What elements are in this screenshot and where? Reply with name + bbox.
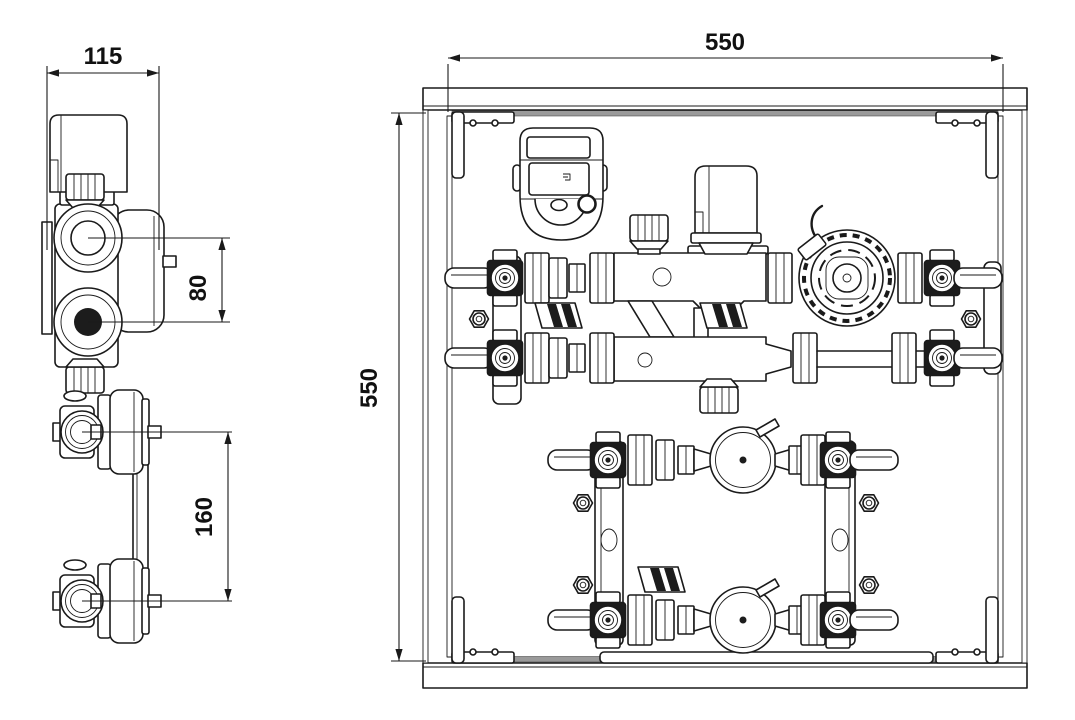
union-fitting <box>589 332 615 384</box>
dimension-115: 115 <box>46 43 160 250</box>
pipe-fitting <box>677 605 695 635</box>
side-view-upper-unit: 115 80 <box>41 43 230 394</box>
dim-550-width-label: 550 <box>705 29 745 56</box>
union-fitting <box>524 332 550 384</box>
upper-manifold <box>444 165 1003 414</box>
heat-meter <box>512 127 608 241</box>
valve-lever <box>849 449 899 471</box>
bolt-symbol <box>572 575 594 595</box>
pipe-fitting <box>568 263 586 293</box>
ball-valve-symbol <box>486 329 524 387</box>
pipe-nut <box>548 257 568 299</box>
corner-bracket <box>935 111 999 179</box>
valve-lever <box>547 609 597 631</box>
side-view-pumps: 160 <box>52 389 232 644</box>
pipe-fitting <box>677 445 695 475</box>
union-fitting <box>792 332 818 384</box>
dimension-80: 80 <box>88 237 230 323</box>
right-valve-bracket <box>983 261 1002 375</box>
union-fitting <box>767 252 793 304</box>
bolt-symbol <box>572 493 594 513</box>
ball-valve-symbol <box>486 249 524 307</box>
knurled-knob-symbol <box>65 358 105 394</box>
lower-pump-group <box>547 418 899 654</box>
dimension-160: 160 <box>82 431 232 602</box>
corner-bracket <box>451 111 515 179</box>
union-fitting <box>589 252 615 304</box>
knurled-knob-symbol <box>629 214 669 250</box>
dim-160-label: 160 <box>191 497 218 537</box>
dim-115-label: 115 <box>84 43 123 70</box>
knurled-knob-symbol <box>65 173 105 209</box>
meter-display <box>528 162 590 196</box>
pump-symbol <box>709 418 780 494</box>
flow-sensor <box>798 229 896 327</box>
meter-round-button <box>577 194 597 214</box>
dim-80-label: 80 <box>185 275 212 302</box>
dim-550-height-label: 550 <box>356 368 383 408</box>
pipe-nut <box>655 439 675 481</box>
bolt-symbol <box>960 309 982 329</box>
bolt-symbol <box>858 493 880 513</box>
valve-casting-top <box>613 252 767 309</box>
panel-top-edge <box>451 110 999 117</box>
union-fitting <box>627 594 653 646</box>
ball-valve-symbol <box>589 431 627 489</box>
union-fitting <box>524 252 550 304</box>
frame-top-rail <box>422 87 1028 111</box>
cabinet-frame <box>422 87 1028 689</box>
dimension-550-height: 550 <box>356 112 426 662</box>
corner-bracket <box>451 596 515 664</box>
bolt-symbol <box>468 309 490 329</box>
frame-right-rail <box>1021 109 1028 664</box>
union-fitting <box>897 252 923 304</box>
actuator-box-side <box>49 114 128 193</box>
corner-bracket <box>935 596 999 664</box>
pipe-fitting <box>568 343 586 373</box>
pump-symbol <box>709 578 780 654</box>
shaft-stub <box>162 255 177 268</box>
pipe-nut <box>655 599 675 641</box>
dimension-550-width: 550 <box>447 29 1004 112</box>
flow-direction-mark <box>534 302 583 329</box>
bottom-sill-plate <box>599 651 934 664</box>
valve-casting-bottom <box>613 336 792 382</box>
flow-direction-mark <box>699 302 748 329</box>
actuator <box>690 165 762 255</box>
cable-connector <box>797 233 827 261</box>
valve-lever <box>444 347 494 369</box>
union-fitting <box>891 332 917 384</box>
valve-lever <box>953 347 1003 369</box>
meter-top-window <box>526 136 591 159</box>
flow-direction-mark <box>637 566 686 593</box>
meter-oval-button <box>550 198 568 212</box>
valve-lever <box>953 267 1003 289</box>
ball-valve-symbol <box>589 591 627 649</box>
display-glyph <box>563 173 571 181</box>
valve-lever <box>849 609 899 631</box>
valve-lever <box>547 449 597 471</box>
knurled-knob-symbol <box>699 378 739 414</box>
valve-lever <box>444 267 494 289</box>
pipe-nut <box>548 337 568 379</box>
bolt-symbol <box>858 575 880 595</box>
union-fitting <box>627 434 653 486</box>
frame-left-rail <box>422 109 429 664</box>
